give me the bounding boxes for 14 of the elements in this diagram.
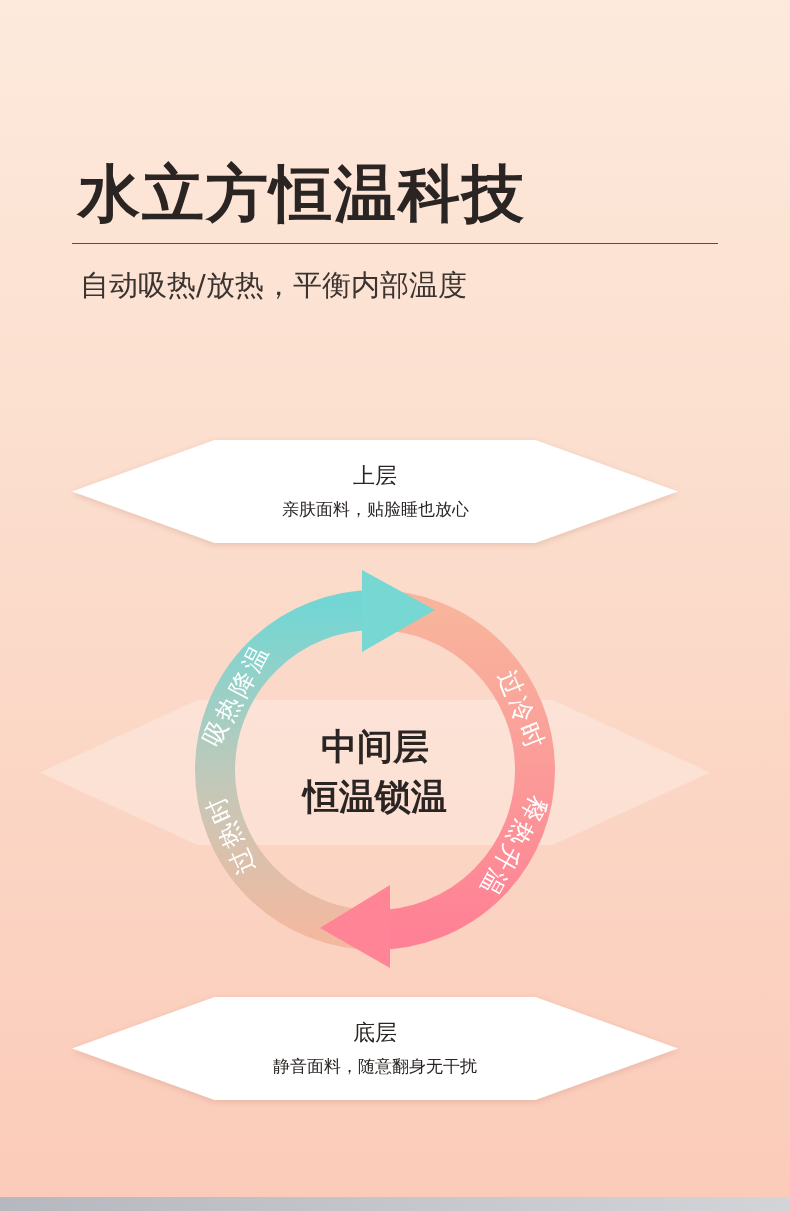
cycle-label: 释热升温 bbox=[472, 790, 554, 904]
layer-description: 亲肤面料，贴脸睡也放心 bbox=[281, 497, 469, 521]
cycle-label: 吸热降温 bbox=[195, 637, 277, 753]
layer-description: 恒温锁温 bbox=[303, 774, 447, 819]
layer-hexagon bbox=[72, 997, 678, 1100]
title: 水立方恒温科技 bbox=[78, 156, 526, 232]
layer-heading: 底层 bbox=[353, 1019, 397, 1047]
cycle-label: 过冷时 bbox=[491, 665, 553, 757]
layer-description: 静音面料，随意翻身无干扰 bbox=[273, 1054, 477, 1078]
subtitle: 自动吸热/放热，平衡内部温度 bbox=[80, 267, 467, 304]
cycle-label: 过热时 bbox=[198, 788, 262, 880]
layer-heading: 上层 bbox=[353, 462, 397, 490]
layer-hexagon bbox=[72, 440, 678, 543]
layer-heading: 中间层 bbox=[321, 724, 429, 769]
